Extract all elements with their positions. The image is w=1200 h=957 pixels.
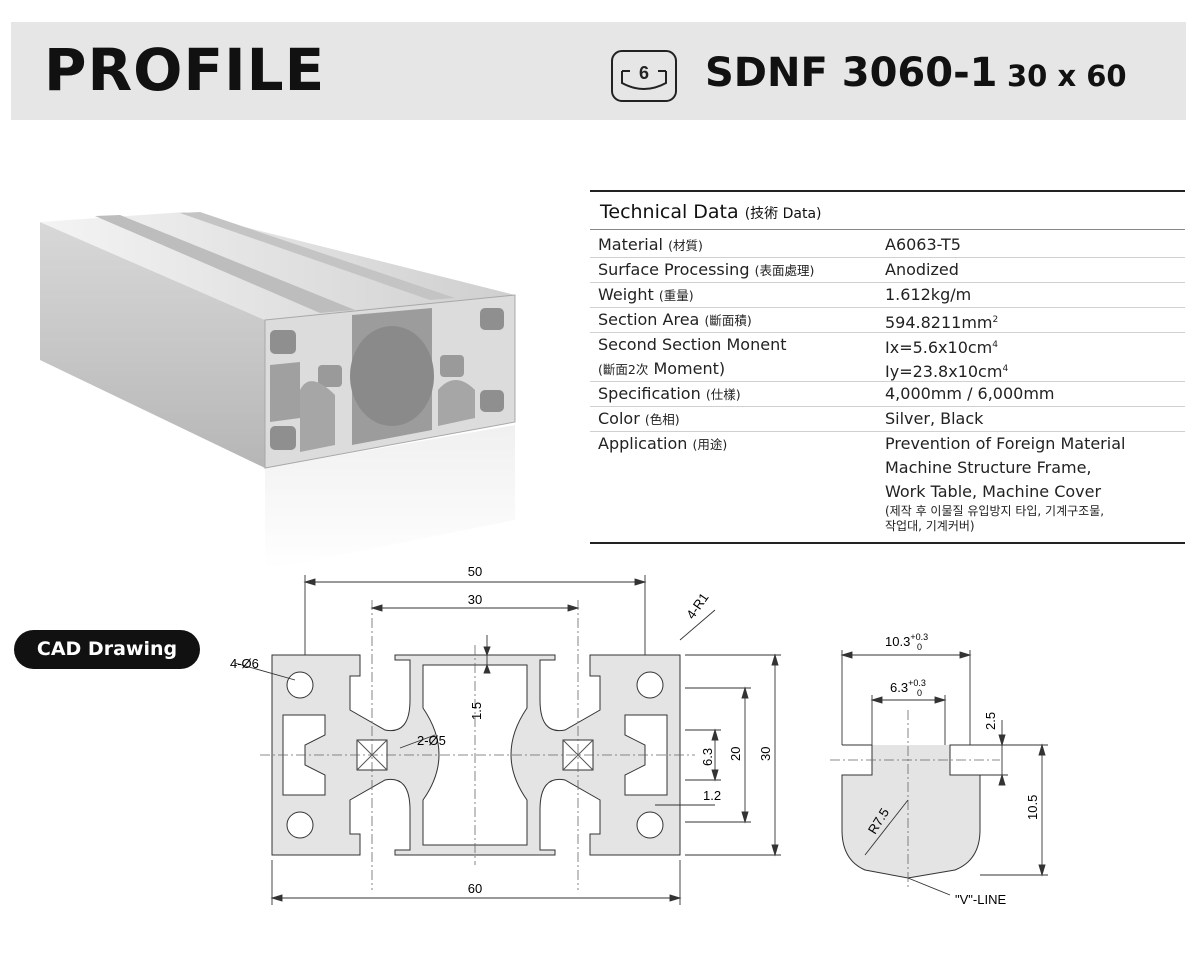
row-label: Second Section Monent (598, 335, 787, 354)
dim-20: 20 (728, 747, 743, 761)
row-label-cjk: (表面處理) (754, 263, 815, 278)
row-label-cjk: (斷面積) (704, 313, 752, 328)
row-value: 4,000mm / 6,000mm (885, 384, 1055, 403)
slot-outline (841, 744, 981, 879)
row-value: Ix=5.6x10cm4 (885, 333, 1185, 357)
row-value-sup: 4 (992, 340, 998, 350)
technical-data-title: Technical Data (技術 Data) (590, 192, 1185, 230)
row-value: Silver, Black (885, 409, 984, 428)
dim-1-2: 1.2 (703, 788, 721, 803)
row-label: Application (598, 434, 688, 453)
row-value: 1.612kg/m (885, 285, 972, 304)
table-row: Color (色相) Silver, Black (590, 407, 1185, 432)
dim-60: 60 (468, 881, 482, 896)
row-label: Surface Processing (598, 260, 750, 279)
profile-3d-illustration (40, 212, 516, 570)
dim-30-vertical: 30 (758, 747, 773, 761)
row-value: Iy=23.8x10cm4 (885, 357, 1185, 381)
slot-dim-6-3-tol-up: +0.3 (908, 678, 926, 688)
row-label-cjk: (仕樣) (705, 387, 741, 402)
table-row: Weight (重量) 1.612kg/m (590, 283, 1185, 308)
row-label-cjk: (斷面2次 (598, 362, 649, 377)
row-value: A6063-T5 (885, 235, 961, 254)
dim-30: 30 (468, 592, 482, 607)
slot-v-line-label: "V"-LINE (955, 892, 1006, 907)
row-label-cjk: (材質) (668, 238, 703, 253)
dim-1-5: 1.5 (469, 702, 484, 720)
row-label-cjk: (用途) (692, 437, 728, 452)
model-number: SDNF 3060-1 (705, 50, 998, 96)
row-label: Material (598, 235, 663, 254)
slot-6-icon: 6 (611, 50, 677, 102)
dim-4-d6: 4-Ø6 (230, 656, 259, 671)
row-label: Color (598, 409, 640, 428)
table-row: (斷面2次 Moment) Iy=23.8x10cm4 (590, 357, 1185, 382)
row-label: Moment) (653, 359, 726, 378)
application-line: Prevention of Foreign Material (885, 434, 1126, 453)
slot-dim-10-5: 10.5 (1025, 795, 1040, 820)
application-list: Prevention of Foreign Material Machine S… (885, 432, 1185, 542)
table-rule-top (590, 190, 1185, 192)
slot-dim-6-3-value: 6.3 (890, 680, 908, 695)
row-label-cjk: (重量) (658, 288, 694, 303)
row-label: Weight (598, 285, 654, 304)
table-row: Surface Processing (表面處理) Anodized (590, 258, 1185, 283)
dim-50: 50 (468, 564, 482, 579)
table-row: Specification (仕樣) 4,000mm / 6,000mm (590, 382, 1185, 407)
table-row: Section Area (斷面積) 594.8211mm2 (590, 308, 1185, 333)
page-title: PROFILE (44, 36, 326, 104)
row-value-sup: 2 (992, 315, 999, 325)
cad-cross-section: 50 30 60 4-R1 4-Ø6 2-Ø5 1.5 6.3 20 30 1.… (230, 564, 781, 905)
slot-dim-6-3: 6.3+0.3 (890, 678, 926, 695)
slot-dim-10-3-value: 10.3 (885, 634, 910, 649)
slot-dim-6-3-tol-low: 0 (917, 688, 922, 698)
application-note: 작업대, 기계커버) (885, 519, 975, 533)
tech-title-cjk: (技術 Data) (744, 206, 822, 222)
profile-size: 30 x 60 (1007, 59, 1127, 93)
slot-dim-2-5: 2.5 (983, 712, 998, 730)
row-label-cjk: (色相) (644, 412, 680, 427)
row-value: Anodized (885, 260, 959, 279)
header-bar: PROFILE 6 SDNF 3060-1 30 x 60 (11, 22, 1186, 120)
table-row: Second Section Monent Ix=5.6x10cm4 (590, 333, 1185, 357)
dim-6-3: 6.3 (700, 748, 715, 766)
row-value-sup: 4 (1002, 364, 1009, 374)
slot-dim-10-3: 10.3+0.3 (885, 632, 928, 649)
row-value-text: Iy=23.8x10cm (885, 362, 1003, 381)
table-row: Application (用途) Prevention of Foreign M… (590, 432, 1185, 542)
application-line: Work Table, Machine Cover (885, 482, 1102, 501)
dim-2-d5: 2-Ø5 (417, 733, 446, 748)
row-value-text: 594.8211mm (885, 313, 993, 332)
cad-drawing-badge: CAD Drawing (14, 630, 200, 669)
svg-text:6: 6 (639, 63, 649, 83)
application-line: Machine Structure Frame, (885, 458, 1092, 477)
table-rule-bottom (590, 542, 1185, 544)
slot-dim-10-3-tol-low: 0 (917, 642, 922, 652)
row-label: Specification (598, 384, 701, 403)
technical-data-table: Technical Data (技術 Data) Material (材質) A… (590, 190, 1185, 544)
application-note: (제작 후 이물질 유입방지 타입, 기계구조물, (885, 504, 1105, 518)
cad-slot-detail: 10.3+0.3 0 6.3+0.3 0 2.5 10.5 R7.5 "V"-L… (830, 632, 1048, 907)
row-value-text: Ix=5.6x10cm (885, 338, 993, 357)
row-label: Section Area (598, 310, 700, 329)
row-value: 594.8211mm2 (885, 308, 1185, 332)
tech-title-text: Technical Data (600, 201, 739, 223)
slot-dim-10-3-tol-up: +0.3 (910, 632, 928, 642)
table-row: Material (材質) A6063-T5 (590, 233, 1185, 258)
